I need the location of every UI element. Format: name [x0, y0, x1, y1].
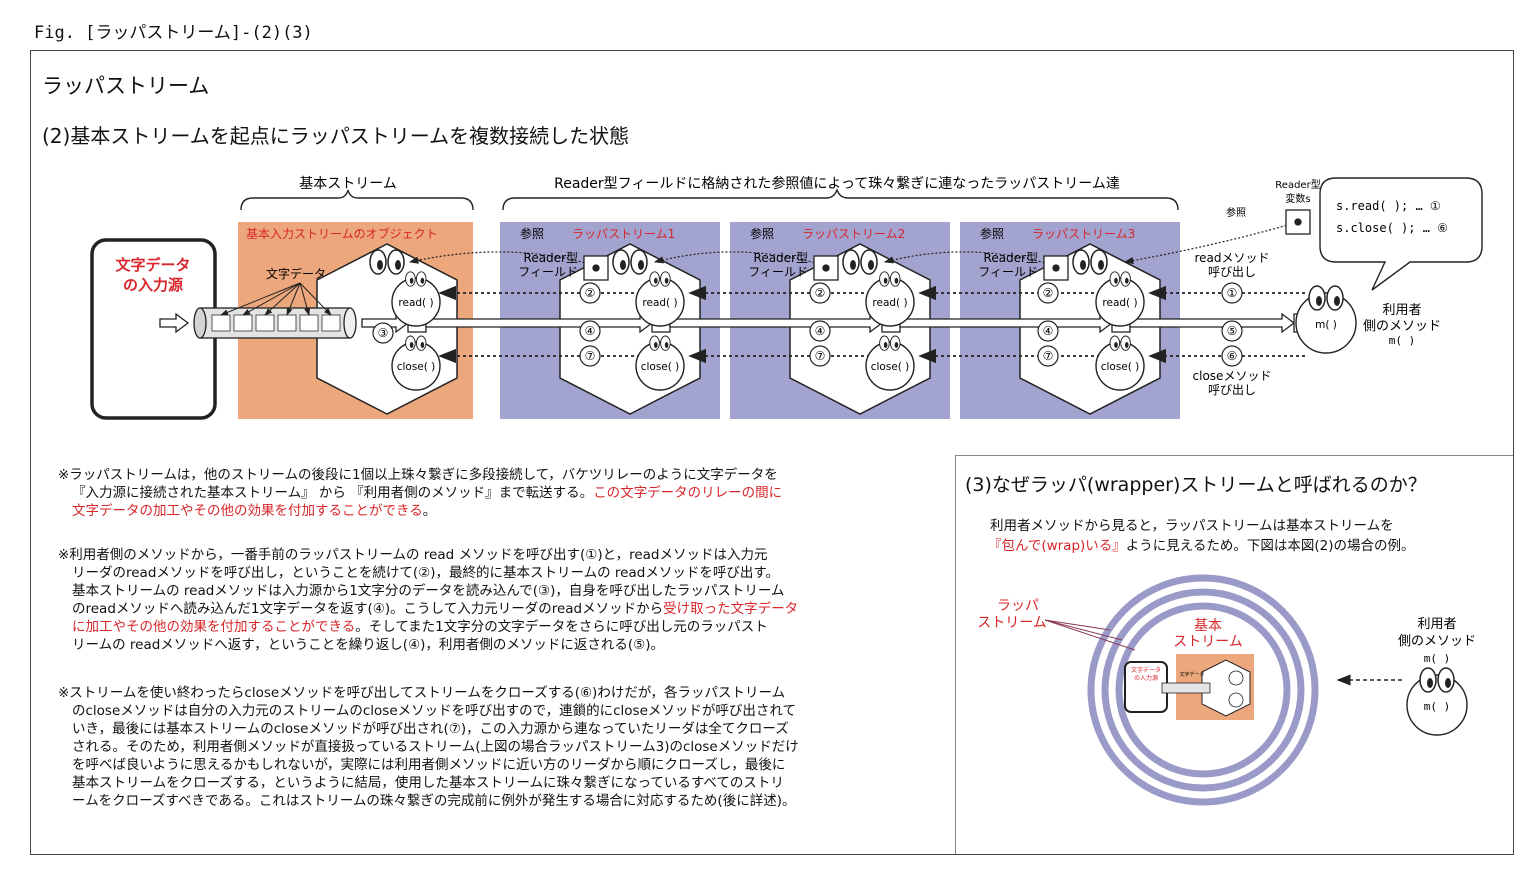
svg-text:readメソッド: readメソッド — [1194, 251, 1269, 265]
svg-text:⑤: ⑤ — [1227, 324, 1238, 338]
svg-text:フィールド: フィールド — [978, 265, 1038, 279]
svg-text:呼び出し: 呼び出し — [1208, 265, 1256, 279]
svg-text:closeメソッド: closeメソッド — [1193, 369, 1272, 383]
reference-arrows — [408, 221, 1299, 267]
w1-read-method — [635, 277, 685, 327]
note-1: ※ラッパストリームは，他のストリームの後段に1個以上珠々繋ぎに多段接続して，バケ… — [58, 467, 783, 519]
svg-text:③: ③ — [378, 326, 389, 340]
w3-close-method — [1095, 341, 1145, 391]
svg-text:ラッパストリーム2: ラッパストリーム2 — [802, 227, 905, 241]
data-flow — [159, 312, 1313, 334]
w1-close-method — [635, 341, 685, 391]
svg-text:の入力源: の入力源 — [1134, 674, 1158, 682]
svg-text:⑥: ⑥ — [1227, 349, 1238, 363]
svg-text:m( ): m( ) — [1424, 700, 1451, 713]
figure-frame — [30, 50, 1514, 855]
field-boxes — [583, 209, 1311, 281]
svg-text:Reader型: Reader型 — [1275, 178, 1320, 191]
svg-text:read( ): read( ) — [642, 297, 677, 309]
mini-user-method — [1406, 674, 1468, 736]
note-2: ※利用者側のメソッドから，一番手前のラッパストリームの read メソッドを呼び… — [58, 547, 799, 653]
svg-text:参照: 参照 — [1226, 206, 1246, 219]
svg-text:④: ④ — [815, 324, 826, 338]
svg-text:⑦: ⑦ — [585, 349, 596, 363]
svg-text:⑦: ⑦ — [1043, 349, 1054, 363]
svg-text:ストリーム: ストリーム — [977, 615, 1047, 631]
svg-text:④: ④ — [1043, 324, 1054, 338]
figure-label: Fig. [ラッパストリーム]-(2)(3) — [34, 23, 313, 43]
svg-text:s.close( ); … ⑥: s.close( ); … ⑥ — [1336, 221, 1448, 235]
svg-text:read( ): read( ) — [1102, 297, 1137, 309]
svg-text:参照: 参照 — [750, 226, 774, 241]
section3-frame — [955, 455, 1513, 854]
svg-text:利用者: 利用者 — [1382, 303, 1421, 318]
base-stream-label: 基本ストリーム — [299, 175, 397, 192]
base-brace — [240, 189, 474, 211]
svg-text:②: ② — [815, 286, 826, 300]
svg-text:read( ): read( ) — [872, 297, 907, 309]
svg-text:側のメソッド: 側のメソッド — [1398, 634, 1476, 649]
svg-text:m( ): m( ) — [1315, 319, 1337, 331]
svg-text:呼び出し: 呼び出し — [1208, 383, 1256, 397]
svg-text:①: ① — [1227, 286, 1238, 300]
svg-text:ラッパストリーム3: ラッパストリーム3 — [1032, 227, 1135, 241]
svg-text:②: ② — [1043, 286, 1054, 300]
source-label: 文字データ — [115, 256, 190, 274]
w2-close-method — [865, 341, 915, 391]
svg-text:基本: 基本 — [1194, 617, 1222, 634]
svg-text:フィールド: フィールド — [518, 265, 578, 279]
svg-text:参照: 参照 — [520, 226, 544, 241]
svg-text:ストリーム: ストリーム — [1173, 634, 1243, 650]
svg-text:read( ): read( ) — [398, 297, 433, 309]
svg-text:close( ): close( ) — [871, 361, 910, 373]
svg-text:側のメソッド: 側のメソッド — [1363, 319, 1441, 334]
base-object-label: 基本入力ストリームのオブジェクト — [246, 226, 438, 241]
section2-title: (2)基本ストリームを起点にラッパストリームを複数接続した状態 — [42, 124, 630, 148]
svg-text:④: ④ — [585, 324, 596, 338]
svg-text:②: ② — [585, 286, 596, 300]
char-data-label: 文字データ — [266, 266, 326, 281]
svg-text:close( ): close( ) — [641, 361, 680, 373]
note-3: ※ストリームを使い終わったらcloseメソッドを呼び出してストリームをクローズす… — [58, 685, 799, 809]
svg-text:参照: 参照 — [980, 226, 1004, 241]
section3-title: (3)なぜラッパ(wrapper)ストリームと呼ばれるのか？ — [965, 474, 1427, 496]
svg-text:フィールド: フィールド — [748, 265, 808, 279]
svg-text:m( ): m( ) — [1424, 652, 1451, 665]
user-method-circle — [1295, 292, 1357, 354]
svg-text:文字データ: 文字データ — [1179, 671, 1204, 678]
code-bubble — [1319, 177, 1483, 291]
svg-text:ラッパ: ラッパ — [997, 598, 1039, 614]
svg-text:変数s: 変数s — [1285, 192, 1310, 205]
svg-text:m( ): m( ) — [1389, 334, 1416, 347]
svg-text:ラッパストリーム1: ラッパストリーム1 — [572, 227, 675, 241]
base-close-method — [391, 341, 441, 391]
svg-text:close( ): close( ) — [1101, 361, 1140, 373]
svg-text:Reader型: Reader型 — [754, 251, 808, 265]
page-title: ラッパストリーム — [42, 74, 210, 98]
section3-description: 利用者メソッドから見ると，ラッパストリームは基本ストリームを 『包んで(wrap… — [988, 518, 1415, 554]
svg-text:文字データ: 文字データ — [1131, 666, 1161, 674]
svg-text:利用者: 利用者 — [1417, 617, 1456, 632]
wrappers-label: Reader型フィールドに格納された参照値によって珠々繋ぎに連なったラッパストリ… — [554, 175, 1120, 192]
svg-text:⑦: ⑦ — [815, 349, 826, 363]
wrapper-brace — [502, 188, 1179, 211]
svg-text:s.read( ); … ①: s.read( ); … ① — [1336, 199, 1441, 213]
svg-text:Reader型: Reader型 — [524, 251, 578, 265]
svg-text:の入力源: の入力源 — [123, 276, 183, 294]
svg-text:close( ): close( ) — [397, 361, 436, 373]
svg-text:Reader型: Reader型 — [984, 251, 1038, 265]
